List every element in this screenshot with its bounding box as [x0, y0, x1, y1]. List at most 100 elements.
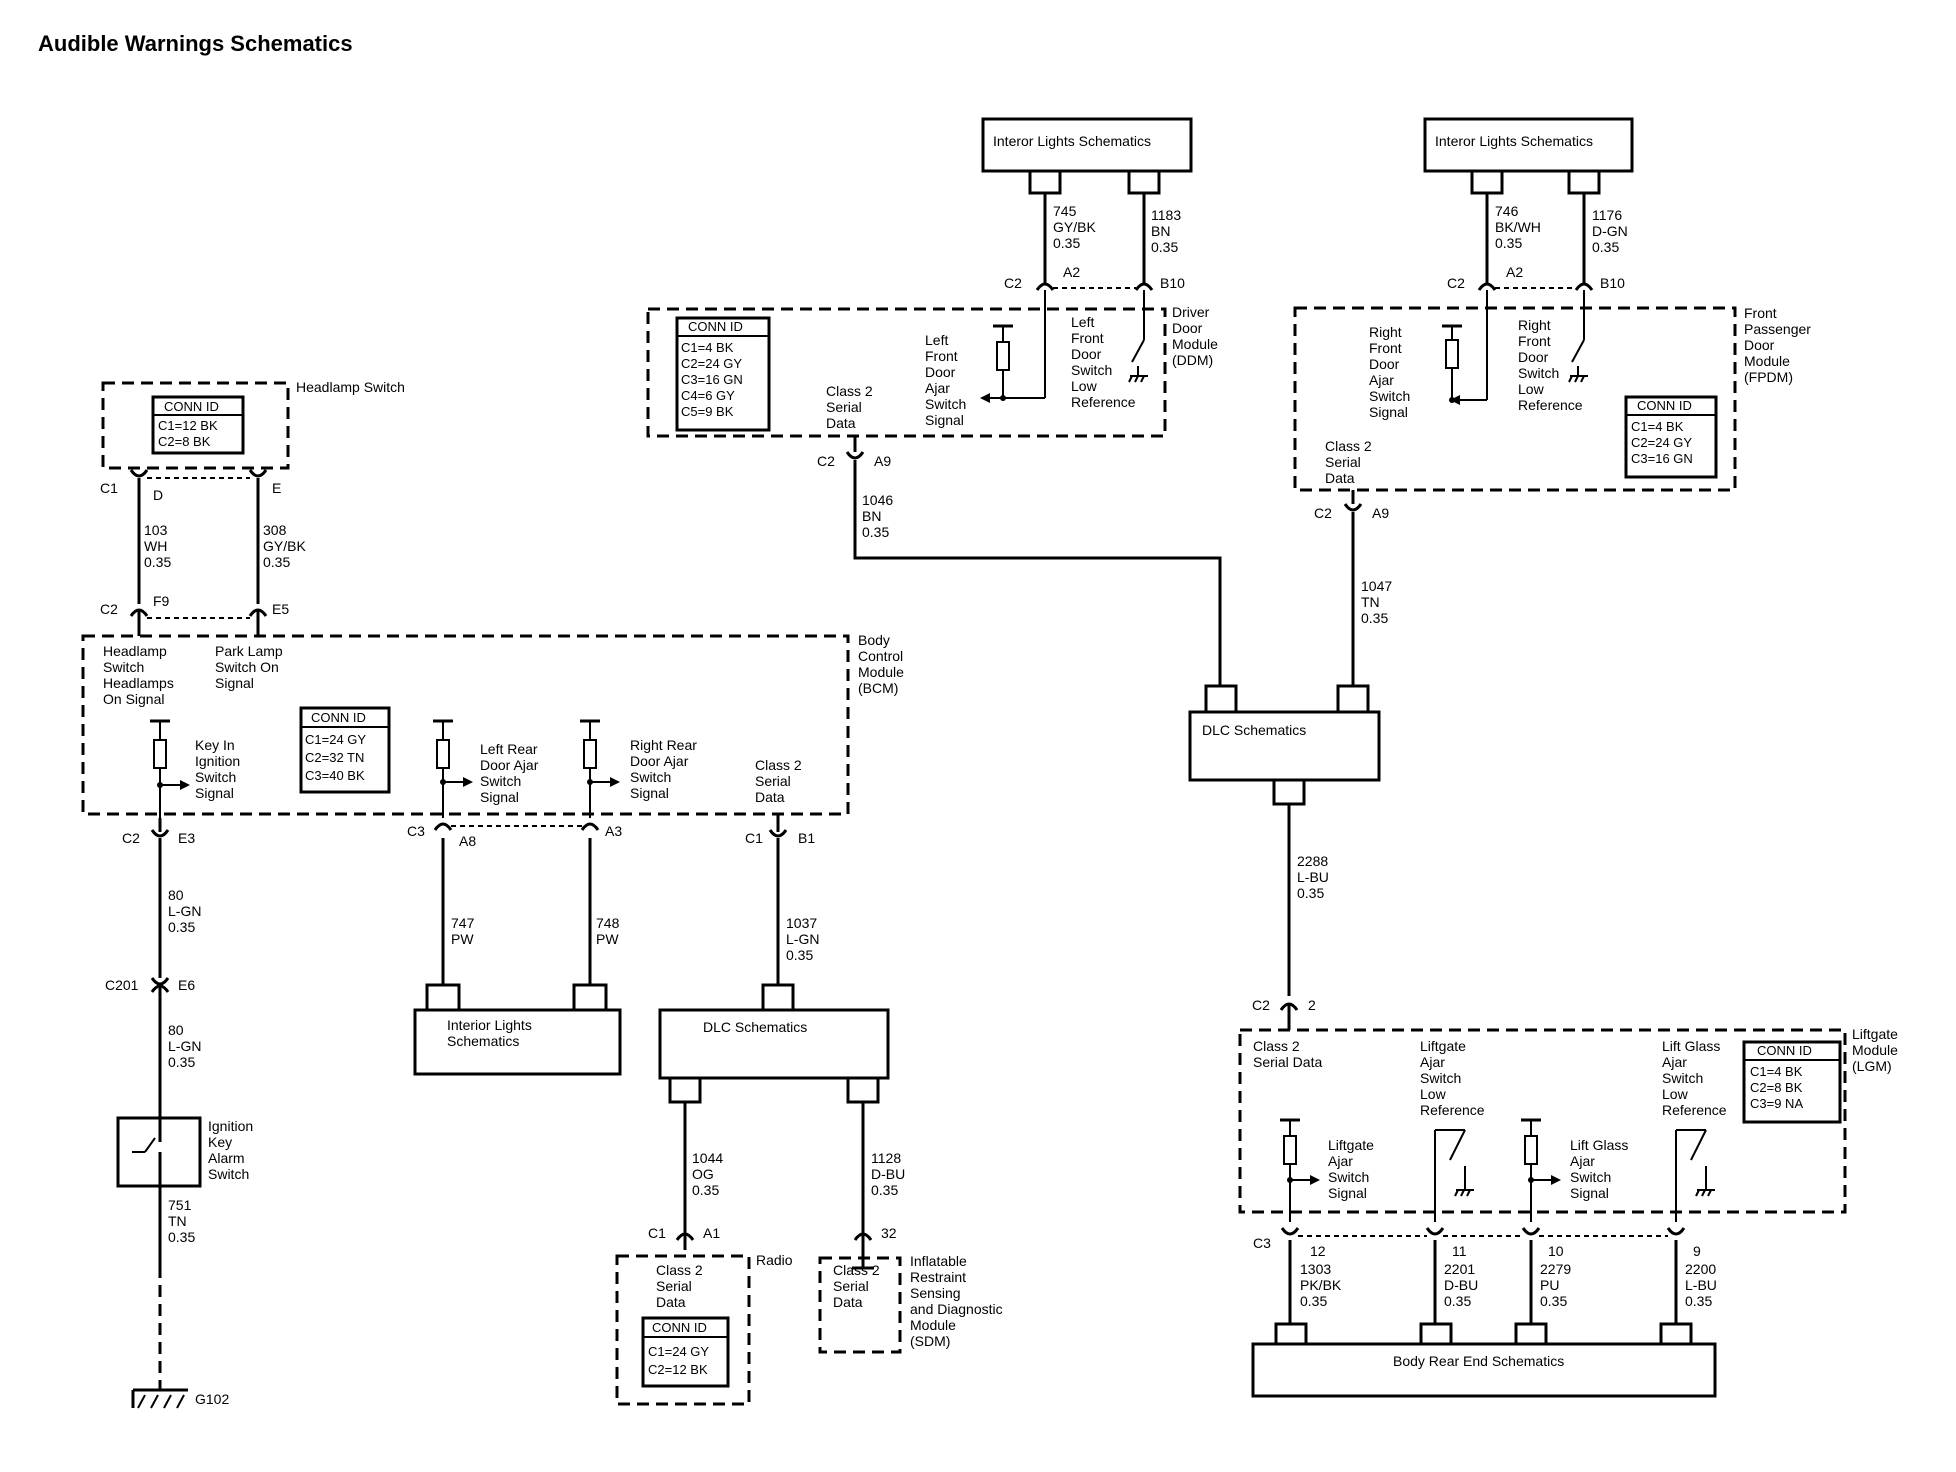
- wire-label: 0.35: [692, 1182, 719, 1198]
- wire-label: 745: [1053, 203, 1077, 219]
- pin-label: A8: [459, 833, 476, 849]
- conn-id-header: CONN ID: [688, 319, 743, 334]
- wire-label: 2201: [1444, 1261, 1475, 1277]
- headlamp-switch: Headlamp Switch CONN ID C1=12 BK C2=8 BK: [101, 379, 405, 470]
- dlc-schematics-main[interactable]: DLC Schematics: [1188, 710, 1381, 782]
- pin-label: C2: [1004, 275, 1022, 291]
- wire-1046: [853, 460, 1222, 686]
- wire-label: PU: [1540, 1277, 1559, 1293]
- conn-id-header: CONN ID: [1757, 1043, 1812, 1058]
- pin-label: E3: [178, 830, 195, 846]
- pin-label: E5: [272, 601, 289, 617]
- wire-label: 80: [168, 1022, 184, 1038]
- wire-label: 747: [451, 915, 475, 931]
- wire-label: 0.35: [786, 947, 813, 963]
- wire-label: BN: [1151, 223, 1170, 239]
- pin-label: E6: [178, 977, 195, 993]
- wire-label: L-BU: [1685, 1277, 1717, 1293]
- pin-label: C2: [1447, 275, 1465, 291]
- wire-label: GY/BK: [263, 538, 306, 554]
- wire-label: 308: [263, 522, 287, 538]
- wire-label: 0.35: [1685, 1293, 1712, 1309]
- wire-label: 0.35: [1540, 1293, 1567, 1309]
- wire-label: 0.35: [1592, 239, 1619, 255]
- wire-label: 1037: [786, 915, 817, 931]
- wire-label: 751: [168, 1197, 192, 1213]
- body-rear-end-schematics[interactable]: Body Rear End Schematics: [1251, 1342, 1717, 1398]
- wire-label: L-GN: [168, 903, 201, 919]
- wire-label: 2200: [1685, 1261, 1716, 1277]
- pin-label: C201: [105, 977, 139, 993]
- wire-label: 2288: [1297, 853, 1328, 869]
- conn-row: C1=4 BK: [681, 340, 734, 355]
- pin-label: F9: [153, 593, 170, 609]
- wire-label: 0.35: [1053, 235, 1080, 251]
- pin-label: B1: [798, 830, 815, 846]
- bcm-label: Body Control Module (BCM): [858, 632, 908, 696]
- bcm-conn-table: CONN ID C1=24 GY C2=32 TN C3=40 BK: [299, 706, 391, 794]
- pin-label: A2: [1063, 264, 1080, 280]
- wire-label: 1176: [1592, 207, 1622, 223]
- pin-label: E: [272, 480, 281, 496]
- conn-row: C1=24 GY: [305, 732, 366, 747]
- body-rear-end-label: Body Rear End Schematics: [1393, 1353, 1564, 1369]
- pin-label: 2: [1308, 997, 1316, 1013]
- dlc-lower-label: DLC Schematics: [703, 1019, 807, 1035]
- wire-label: 0.35: [871, 1182, 898, 1198]
- wire-label: 0.35: [168, 1054, 195, 1070]
- conn-row: C1=12 BK: [158, 418, 218, 433]
- conn-row: C3=16 GN: [681, 372, 743, 387]
- conn-row: C3=40 BK: [305, 768, 365, 783]
- wire-label: 0.35: [1361, 610, 1388, 626]
- ground-icon: [131, 1388, 188, 1409]
- pin-label: C1: [745, 830, 763, 846]
- wire-label: 0.35: [862, 524, 889, 540]
- interior-lights-schematics-ddm[interactable]: Interor Lights Schematics: [981, 117, 1193, 173]
- pin-label: 11: [1452, 1243, 1467, 1259]
- pin-label: A3: [605, 823, 622, 839]
- ground-label: G102: [195, 1391, 229, 1407]
- wire-label: 0.35: [1297, 885, 1324, 901]
- dlc-schematics-lower[interactable]: DLC Schematics: [658, 1008, 890, 1080]
- conn-row: C4=6 GY: [681, 388, 735, 403]
- wire-label: TN: [168, 1213, 187, 1229]
- wire-label: D-GN: [1592, 223, 1628, 239]
- wire-label: 0.35: [263, 554, 290, 570]
- wire-label: 1047: [1361, 578, 1392, 594]
- conn-row: C1=4 BK: [1631, 419, 1684, 434]
- interior-lights-2-label: Interor Lights Schematics: [1435, 133, 1593, 149]
- wire-label: L-BU: [1297, 869, 1329, 885]
- conn-row: C2=24 GY: [681, 356, 742, 371]
- wire-label: L-GN: [786, 931, 819, 947]
- wire-label: 1046: [862, 492, 893, 508]
- wire-label: 2279: [1540, 1261, 1571, 1277]
- wire-label: D-BU: [871, 1166, 905, 1182]
- interior-lights-schematics-fpdm[interactable]: Interor Lights Schematics: [1423, 117, 1634, 173]
- pin-label: 12: [1310, 1243, 1326, 1259]
- wire-label: BN: [862, 508, 881, 524]
- pin-label: C2: [122, 830, 140, 846]
- wire-label: 0.35: [1444, 1293, 1471, 1309]
- wire-label: PW: [596, 931, 619, 947]
- wire-label: PW: [451, 931, 474, 947]
- pin-label: B10: [1160, 275, 1185, 291]
- wire-label: 748: [596, 915, 620, 931]
- headlamp-conn-table: CONN ID C1=12 BK C2=8 BK: [151, 395, 245, 455]
